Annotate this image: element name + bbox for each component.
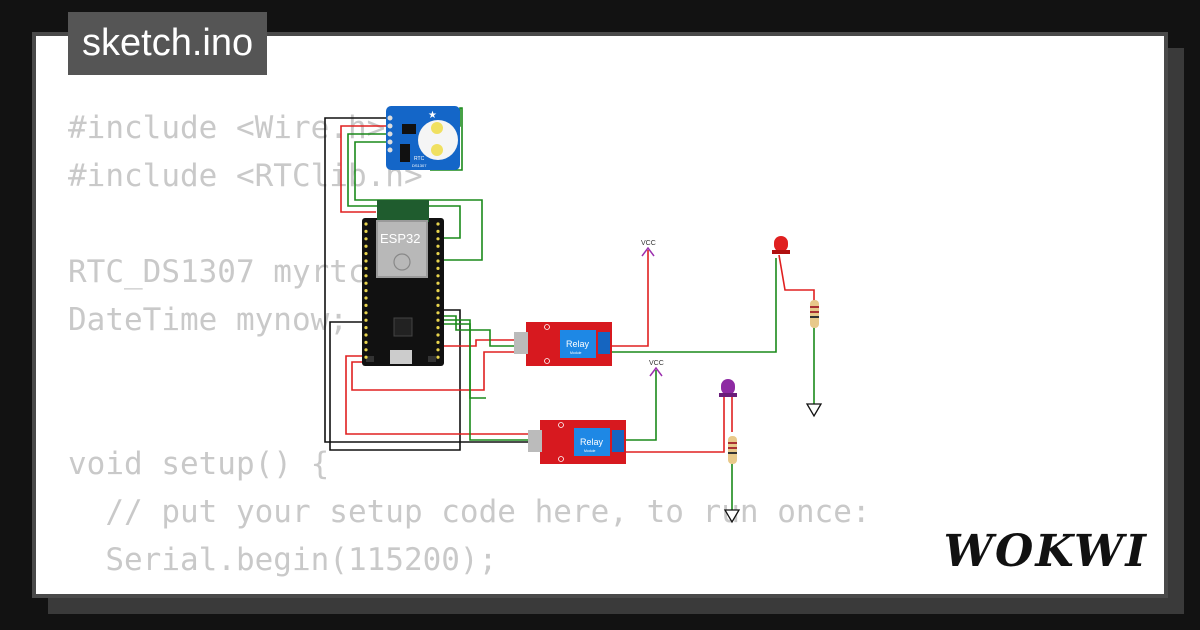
wokwi-logo: WOKWI bbox=[943, 526, 1148, 577]
resistor-2[interactable] bbox=[728, 436, 737, 464]
rtc-chip-label: DS1307 bbox=[412, 163, 427, 168]
led-purple[interactable] bbox=[719, 379, 737, 397]
relay1-sublabel: Module bbox=[570, 351, 582, 355]
relay-module-2[interactable]: Relay Module bbox=[528, 420, 626, 464]
esp32-pins bbox=[364, 222, 440, 359]
sketch-title: sketch.ino bbox=[68, 12, 268, 75]
ground-icon-2 bbox=[723, 509, 741, 524]
vcc-label-2: VCC bbox=[649, 360, 664, 367]
star-icon: ★ bbox=[428, 110, 437, 121]
code-line: // put your setup code here, to run once… bbox=[68, 494, 871, 530]
esp32-board[interactable]: ESP32 bbox=[362, 200, 444, 366]
vcc-symbol-1: VCC bbox=[641, 240, 656, 257]
wifi-icon bbox=[393, 253, 411, 271]
code-line: Wire.begin(); bbox=[68, 584, 871, 594]
relay1-label: Relay bbox=[566, 339, 590, 349]
esp32-label: ESP32 bbox=[380, 231, 420, 246]
led-red[interactable] bbox=[772, 236, 790, 254]
code-line: #include <RTClib.h> bbox=[68, 158, 423, 194]
relay2-label: Relay bbox=[580, 437, 604, 447]
resistor-1[interactable] bbox=[810, 300, 819, 328]
code-line: Serial.begin(115200); bbox=[68, 542, 498, 578]
rtc-label: RTC bbox=[414, 156, 425, 162]
rtc-module[interactable]: ★ RTC DS1307 bbox=[386, 106, 460, 170]
code-line: #include <Wire.h> bbox=[68, 110, 386, 146]
red-wires bbox=[340, 125, 815, 453]
vcc-symbol-2: VCC bbox=[649, 360, 664, 377]
code-line: void setup() { bbox=[68, 446, 330, 482]
vcc-label-1: VCC bbox=[641, 240, 656, 247]
preview-card: #include <Wire.h>#include <RTClib.h>RTC_… bbox=[32, 32, 1168, 598]
code-line: DateTime mynow; bbox=[68, 302, 348, 338]
relay2-sublabel: Module bbox=[584, 449, 596, 453]
black-wires bbox=[324, 117, 540, 451]
ground-icon-1 bbox=[805, 403, 823, 418]
relay-module-1[interactable]: Relay Module bbox=[514, 322, 612, 366]
